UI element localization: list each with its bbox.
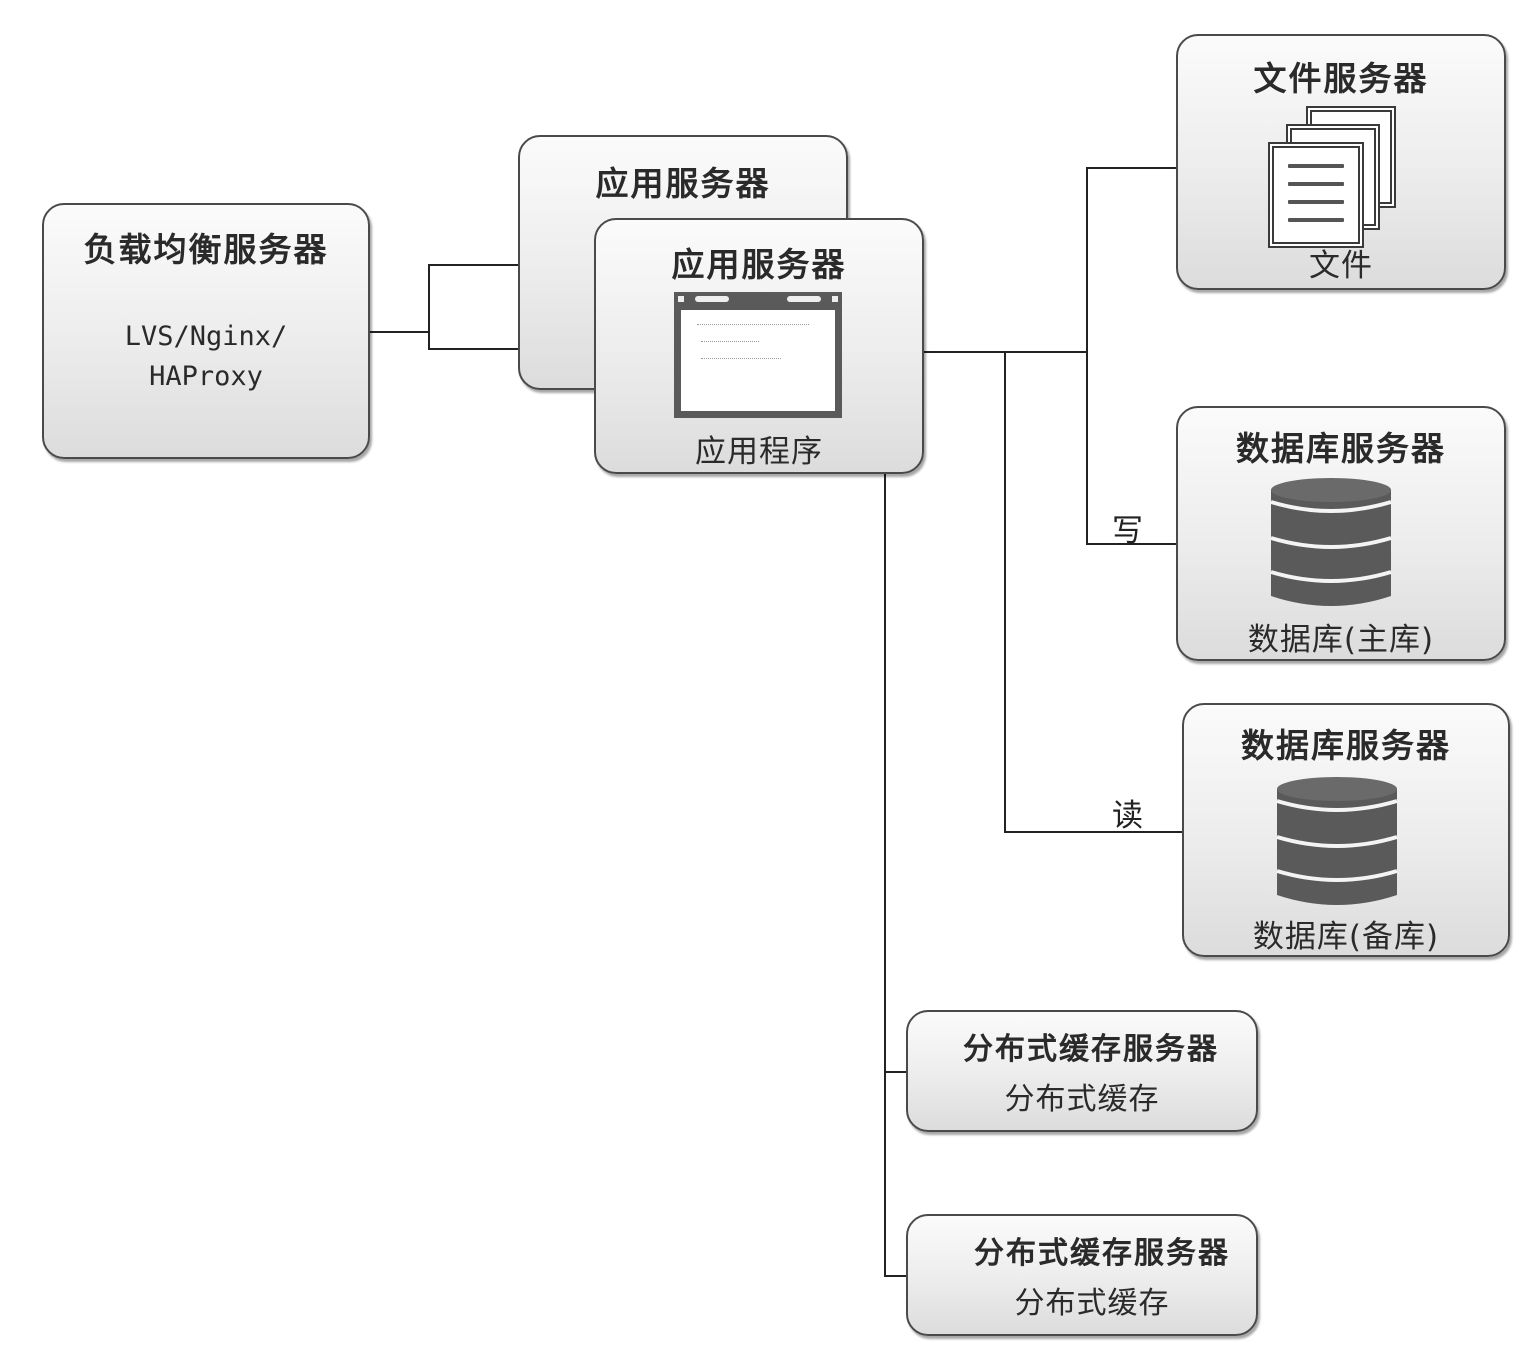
edge-read-to-db-slave xyxy=(1004,831,1184,833)
edge-lb-to-app-front xyxy=(428,348,596,350)
database-icon xyxy=(1276,777,1398,905)
node-subtitle-line-1: LVS/Nginx/ xyxy=(124,321,288,352)
db-slave-node[interactable]: 数据库服务器 数据库(备库) xyxy=(1182,703,1510,957)
edge-to-cache-1 xyxy=(884,1071,908,1073)
node-label: 文件 xyxy=(1309,248,1373,284)
app-window-icon xyxy=(674,292,842,418)
node-label: 分布式缓存 xyxy=(1004,1082,1160,1117)
edge-lb-split xyxy=(428,264,430,350)
cache-server-node-1[interactable]: 分布式缓存服务器 分布式缓存 xyxy=(906,1010,1258,1132)
node-title: 分布式缓存服务器 xyxy=(963,1032,1219,1067)
node-label: 数据库(主库) xyxy=(1247,622,1435,658)
node-label: 分布式缓存 xyxy=(1014,1286,1170,1321)
edge-label-read: 读 xyxy=(1112,798,1143,834)
edge-app-bus xyxy=(840,351,1088,353)
file-stack-icon xyxy=(1268,106,1398,246)
node-title: 数据库服务器 xyxy=(1241,726,1451,765)
edge-bus-down-read xyxy=(1004,351,1006,833)
edge-lb-to-app-back xyxy=(428,264,520,266)
node-title: 应用服务器 xyxy=(671,245,847,284)
app-server-node-front[interactable]: 应用服务器 应用程序 xyxy=(594,218,924,474)
node-label: 数据库(备库) xyxy=(1252,919,1440,955)
edge-label-write: 写 xyxy=(1112,513,1143,549)
node-title: 负载均衡服务器 xyxy=(83,230,329,269)
file-server-node[interactable]: 文件服务器 文件 xyxy=(1176,34,1506,290)
node-title: 应用服务器 xyxy=(595,164,771,203)
node-subtitle-line-2: HAProxy xyxy=(149,361,263,392)
edge-bus-up-file xyxy=(1086,167,1088,545)
node-title: 数据库服务器 xyxy=(1236,429,1446,468)
node-title: 分布式缓存服务器 xyxy=(974,1236,1230,1271)
db-master-node[interactable]: 数据库服务器 数据库(主库) xyxy=(1176,406,1506,661)
database-icon xyxy=(1270,478,1392,606)
node-title: 文件服务器 xyxy=(1253,59,1429,98)
cache-server-node-2[interactable]: 分布式缓存服务器 分布式缓存 xyxy=(906,1214,1258,1336)
node-label: 应用程序 xyxy=(695,434,823,470)
edge-app-down-cache xyxy=(884,351,886,1277)
edge-lb-trunk xyxy=(370,331,429,333)
load-balancer-node[interactable]: 负载均衡服务器 LVS/Nginx/ HAProxy xyxy=(42,203,370,459)
edge-to-cache-2 xyxy=(884,1275,908,1277)
